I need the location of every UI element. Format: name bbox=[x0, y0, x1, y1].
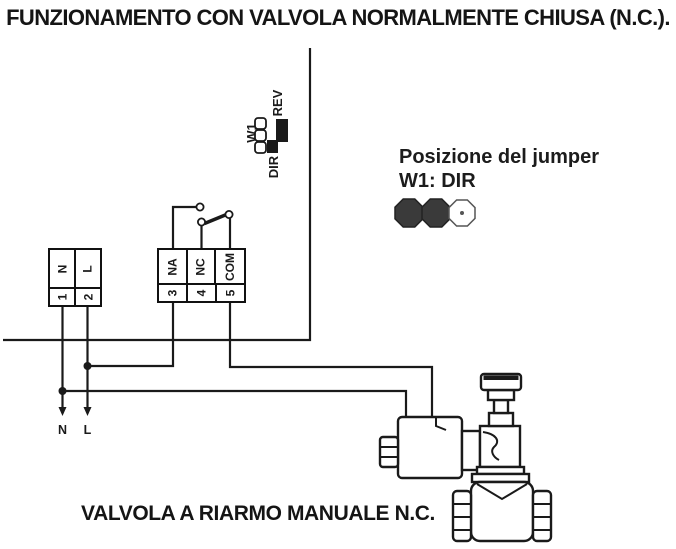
switch-na-contact bbox=[195, 202, 205, 212]
terminal-cell-n: N bbox=[54, 264, 69, 273]
valve-body-flow-line bbox=[482, 431, 500, 461]
wires bbox=[3, 48, 434, 419]
cable-gland-icon bbox=[378, 435, 400, 469]
jumper-open-pin-dot bbox=[460, 211, 464, 215]
jumper-capped-pin-icon bbox=[421, 198, 451, 228]
solenoid-coil bbox=[396, 415, 464, 480]
jumper-cap-lower bbox=[267, 140, 278, 153]
terminal-block-relay: NA NC COM 3 4 5 bbox=[157, 248, 246, 303]
solenoid-valve-illustration bbox=[378, 372, 553, 543]
manual-reset-cap-top bbox=[483, 375, 519, 380]
coil-connector bbox=[460, 429, 482, 472]
jumper-pin-1 bbox=[254, 117, 267, 130]
switch-com-pivot bbox=[224, 209, 234, 219]
jumper-position-indicator bbox=[394, 198, 476, 228]
terminal-cell-4: 4 bbox=[186, 285, 215, 301]
diagram-title: FUNZIONAMENTO CON VALVOLA NORMALMENTE CH… bbox=[6, 5, 670, 30]
relay-switch bbox=[171, 202, 234, 248]
line-arrowhead bbox=[83, 407, 92, 416]
terminal-cell-com: COM bbox=[214, 250, 244, 283]
valve-stem-collar bbox=[486, 388, 516, 402]
wire-terminal5-to-solenoid bbox=[228, 303, 434, 419]
junction-dot-neutral bbox=[58, 387, 67, 395]
wire-neutral-to-solenoid bbox=[62, 389, 408, 419]
valve-stem bbox=[492, 398, 510, 415]
jumper-capped-pin-icon bbox=[394, 198, 424, 228]
terminal-cell-nc: NC bbox=[185, 250, 215, 283]
valve-stem-block bbox=[487, 411, 515, 428]
switch-nc-contact bbox=[196, 217, 206, 227]
switch-lever bbox=[203, 212, 228, 226]
wire-terminal3-to-line bbox=[87, 303, 175, 368]
valve-bottom-chevron bbox=[476, 483, 528, 501]
switch-na-branch bbox=[171, 205, 196, 248]
jumper-pin-3 bbox=[254, 141, 267, 154]
terminal-block-power: N L 1 2 bbox=[48, 248, 102, 307]
valve-bottom-body bbox=[469, 480, 535, 543]
jumper-note-line2: W1: DIR bbox=[399, 170, 476, 192]
wire-top-vertical-to-left-edge bbox=[3, 48, 312, 342]
terminal-cell-l: L bbox=[74, 250, 100, 287]
junction-dot-line bbox=[83, 362, 92, 370]
jumper-cap-upper bbox=[276, 119, 288, 142]
terminal-cell-na: NA bbox=[165, 257, 180, 276]
jumper-note-line1: Posizione del jumper bbox=[399, 146, 600, 168]
jumper-w1-icon bbox=[254, 117, 288, 154]
neutral-arrowhead bbox=[58, 407, 67, 416]
valve-caption: VALVOLA A RIARMO MANUALE N.C. bbox=[81, 502, 435, 525]
jumper-pin-2 bbox=[254, 129, 267, 142]
terminal-cell-1: 1 bbox=[55, 293, 69, 301]
terminal-cell-2: 2 bbox=[74, 289, 100, 305]
terminal-cell-3: 3 bbox=[165, 289, 180, 297]
supply-label-neutral: N bbox=[57, 423, 68, 437]
supply-label-line: L bbox=[83, 423, 92, 437]
terminal-cell-5: 5 bbox=[215, 285, 244, 301]
coil-notch bbox=[435, 417, 447, 431]
